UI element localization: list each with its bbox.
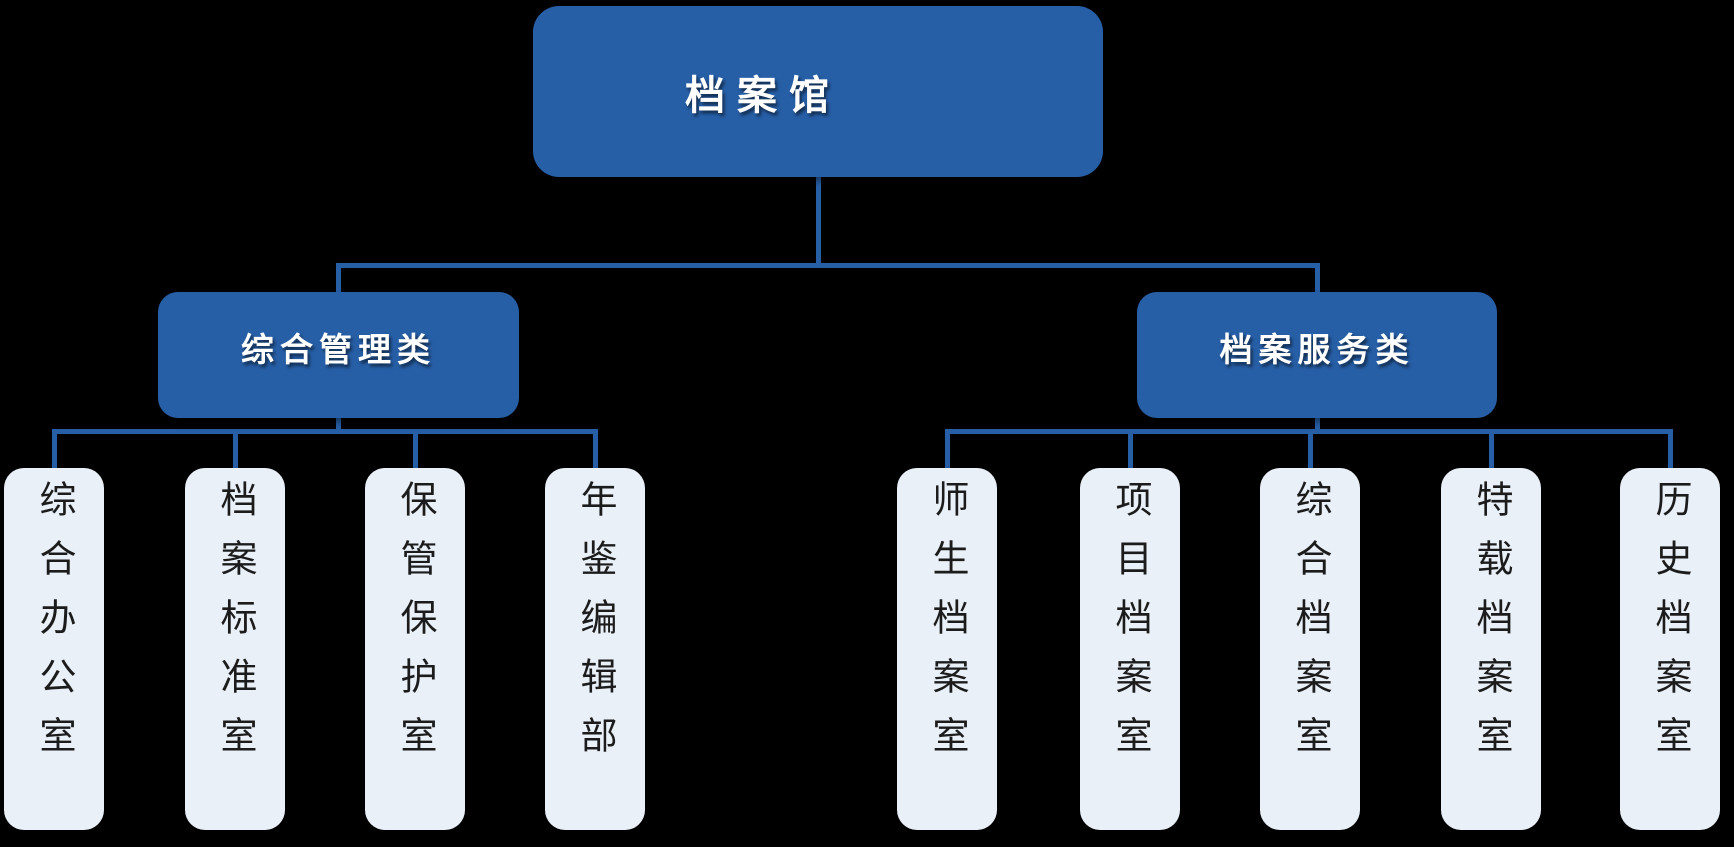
org-node-dept-staff-student-archives: 师生档案室 — [897, 468, 997, 830]
org-node-dept-label: 历史档案室 — [1650, 479, 1691, 775]
org-node-dept-label: 师生档案室 — [927, 479, 968, 775]
connector-leaf5-drop — [945, 431, 950, 468]
org-node-dept-special-records-archives: 特载档案室 — [1441, 468, 1541, 830]
org-node-branch-management: 综合管理类 — [158, 292, 519, 418]
org-node-dept-label: 保管保护室 — [395, 479, 436, 775]
connector-branch1-riser — [336, 418, 341, 434]
org-node-dept-preservation: 保管保护室 — [365, 468, 465, 830]
connector-branch2-riser — [1315, 418, 1320, 434]
org-node-dept-label: 特载档案室 — [1471, 479, 1512, 775]
connector-leaf2-drop — [233, 431, 238, 468]
connector-leaf7-drop — [1308, 431, 1313, 468]
connector-branch1-drop — [336, 263, 341, 292]
org-node-dept-historical-archives: 历史档案室 — [1620, 468, 1720, 830]
org-node-dept-yearbook-editorial: 年鉴编辑部 — [545, 468, 645, 830]
org-node-dept-label: 综合办公室 — [34, 479, 75, 775]
connector-root-drop — [816, 177, 821, 268]
connector-leaf1-drop — [52, 431, 57, 468]
connector-branch1-rail — [52, 429, 598, 434]
connector-leaf9-drop — [1668, 431, 1673, 468]
org-node-dept-general-office: 综合办公室 — [4, 468, 104, 830]
connector-leaf4-drop — [593, 431, 598, 468]
org-node-branch-management-label: 综合管理类 — [241, 331, 436, 368]
org-node-dept-project-archives: 项目档案室 — [1080, 468, 1180, 830]
org-node-root: 档案馆 — [533, 6, 1103, 177]
org-node-branch-service-label: 档案服务类 — [1219, 331, 1415, 368]
org-node-dept-label: 年鉴编辑部 — [575, 479, 616, 775]
org-node-dept-label: 项目档案室 — [1110, 479, 1151, 775]
connector-leaf3-drop — [413, 431, 418, 468]
org-node-branch-service: 档案服务类 — [1137, 292, 1497, 418]
connector-leaf8-drop — [1489, 431, 1494, 468]
connector-level1-rail — [336, 263, 1320, 268]
org-node-dept-archive-standards: 档案标准室 — [185, 468, 285, 830]
connector-leaf6-drop — [1128, 431, 1133, 468]
connector-branch2-drop — [1315, 263, 1320, 292]
org-node-dept-label: 档案标准室 — [215, 479, 256, 775]
org-node-root-label: 档案馆 — [685, 73, 841, 118]
org-node-dept-comprehensive-archives: 综合档案室 — [1260, 468, 1360, 830]
org-node-dept-label: 综合档案室 — [1290, 479, 1331, 775]
